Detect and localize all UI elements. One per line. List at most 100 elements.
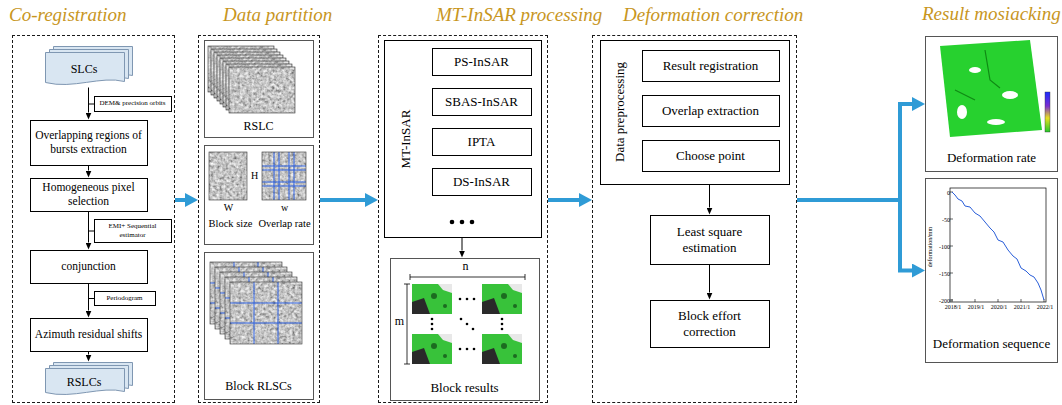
image-caption: Block results [391, 380, 539, 396]
image-panel: nmBlock results [390, 258, 540, 401]
process-box: PS-InSAR [432, 48, 532, 76]
flow-arrow [797, 200, 912, 271]
image-caption: Deformation sequence [926, 336, 1057, 352]
process-label: Result registration [663, 58, 759, 74]
image-caption: RSLC [205, 119, 313, 133]
process-box: Least square estimation [650, 215, 770, 265]
flow-arrow [548, 198, 579, 202]
step-arrow [88, 212, 89, 243]
document-stack: RSLCs [45, 362, 133, 398]
deformation-chart [950, 188, 1046, 302]
process-box: Choose point [642, 140, 780, 172]
image-caption: 2021/1 [1010, 304, 1034, 311]
stage-title: Co-registration [9, 4, 127, 27]
process-box: Azimuth residual shifts [30, 318, 148, 352]
image-panel: H W Block size wOverlap rate [204, 145, 314, 245]
process-box: Overlapping regions of bursts extraction [30, 120, 148, 166]
parameter-label: EMI+ Sequential estimator [97, 222, 169, 239]
step-arrow [709, 265, 710, 293]
stage-title: MT-InSAR processing [436, 4, 602, 27]
overlap-image [262, 152, 306, 200]
block-image-stack [210, 262, 302, 344]
process-box: Overlap extraction [642, 95, 780, 127]
process-box: SBAS-InSAR [432, 88, 532, 116]
image-caption: -150 [934, 271, 950, 278]
parameter-box: DEM& precision orbits [94, 96, 172, 112]
stage-title: Result mosiacking [922, 3, 1061, 26]
image-caption: W [210, 202, 248, 214]
image-caption: Block RLSCs [205, 379, 313, 393]
image-caption: 2018/1 [941, 304, 965, 311]
image-panel: 0 -50 -100 -150 -200 deformation/mm 2018/12019… [925, 178, 1058, 363]
process-label: Azimuth residual shifts [35, 328, 142, 342]
step-arrow [88, 88, 89, 113]
process-label: Block effort correction [655, 308, 765, 339]
step-arrow [709, 185, 710, 208]
parameter-label: DEM& precision orbits [99, 99, 165, 107]
deformation-map [940, 40, 1050, 137]
parameter-box: Periodogram [94, 291, 156, 306]
block-result-tiles [404, 274, 525, 364]
document-sheet [45, 52, 124, 84]
image-caption: 2022/1 [1033, 304, 1057, 311]
group-label: MT-InSAR [398, 109, 414, 168]
process-label: SBAS-InSAR [445, 94, 518, 110]
flow-arrow [797, 104, 912, 200]
image-caption: w [263, 202, 307, 214]
process-label: DS-InSAR [453, 174, 510, 190]
image-caption: 2019/1 [964, 304, 988, 311]
process-label: Choose point [676, 148, 745, 164]
data-label: SLCs [71, 62, 98, 76]
parameter-label: Periodogram [106, 294, 142, 302]
image-caption: -100 [934, 244, 950, 251]
sar-image-stack [208, 46, 295, 113]
process-label: PS-InSAR [454, 54, 509, 70]
stage-panel: MT-InSAR processingMT-InSARPS-InSARSBAS-… [378, 35, 548, 403]
image-caption: 2020/1 [987, 304, 1011, 311]
step-arrow [88, 352, 89, 355]
process-label: Least square estimation [655, 224, 765, 255]
image-caption: Deformation rate [926, 150, 1057, 166]
stage-panel: Data partitionRSLCHWBlock sizewOverlap r… [198, 35, 320, 403]
process-box: conjunction [30, 250, 148, 284]
process-label: Homogeneous pixel selection [35, 181, 143, 209]
group-label: Data preprocessing [612, 62, 628, 162]
stage-panel: Deformation correctionData preprocessing… [592, 35, 797, 403]
ellipsis-dots [450, 220, 475, 225]
process-label: Overlapping regions of bursts extraction [35, 129, 143, 157]
process-box: Result registration [642, 50, 780, 82]
data-label: RSLCs [67, 375, 102, 389]
step-arrow [462, 238, 463, 251]
process-label: Overlap extraction [662, 103, 759, 119]
process-box: DS-InSAR [432, 168, 532, 196]
image-panel: Deformation rate [925, 36, 1058, 172]
image-caption: Block size [205, 218, 257, 231]
step-arrow [88, 284, 89, 311]
stage-title: Deformation correction [623, 4, 803, 27]
image-caption: 0 [934, 190, 950, 197]
flow-arrow [175, 198, 185, 202]
image-caption: -50 [934, 217, 950, 224]
image-panel: RSLC [204, 40, 314, 138]
stage-title: Data partition [223, 4, 332, 27]
method-group: Data preprocessing Result registrationOve… [600, 40, 790, 185]
document-sheet [45, 368, 124, 394]
process-label: conjunction [61, 260, 115, 274]
image-caption: -200 [934, 298, 950, 305]
process-box: Block effort correction [650, 300, 770, 348]
method-group: MT-InSAR PS-InSAR SBAS-InSAR IPTA DS-InSAR [384, 40, 542, 238]
parameter-box: EMI+ Sequential estimator [94, 219, 172, 243]
process-label: IPTA [468, 134, 496, 150]
flow-arrow [320, 198, 365, 202]
image-caption: m [394, 314, 406, 328]
process-box: IPTA [432, 128, 532, 156]
document-stack: SLCs [45, 46, 133, 88]
stage-panel: Co-registrationSLCsDEM& precision orbits… [12, 35, 175, 403]
image-panel: Block RLSCs [204, 252, 314, 400]
image-caption: Overlap rate [256, 218, 314, 231]
image-caption: deformation/mm [927, 227, 934, 267]
image-caption: H [250, 170, 260, 182]
block-size-image [209, 152, 247, 200]
step-arrow [88, 166, 89, 171]
process-box: Homogeneous pixel selection [30, 178, 148, 212]
